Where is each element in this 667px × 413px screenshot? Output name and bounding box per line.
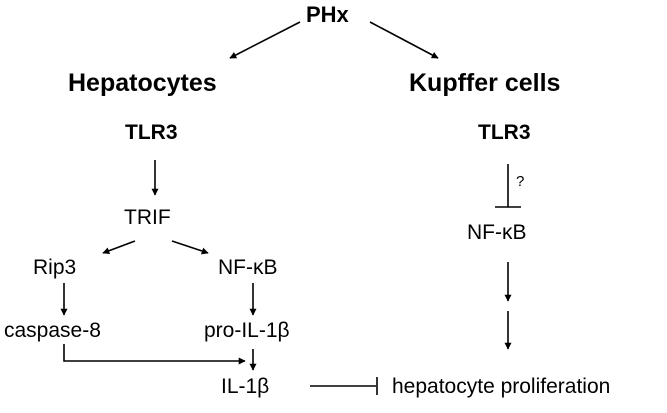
node-tlr3-kupffer: TLR3 bbox=[478, 121, 531, 144]
arrow-phx-to-kupffer bbox=[369, 21, 439, 59]
question-mark-label: ? bbox=[516, 173, 525, 190]
node-caspase-8: caspase-8 bbox=[4, 319, 101, 342]
arrow-trif-to-nfkb bbox=[171, 240, 209, 255]
node-il-1b: IL-1β bbox=[221, 375, 270, 398]
arrow-trif-to-rip3 bbox=[102, 240, 136, 255]
node-kupffer-cells: Kupffer cells bbox=[409, 69, 561, 97]
node-nfkb-hepatocytes: NF-κB bbox=[218, 256, 278, 279]
node-hepatocytes: Hepatocytes bbox=[68, 69, 217, 97]
node-pro-il-1b: pro-IL-1β bbox=[204, 319, 290, 342]
node-tlr3-hepatocytes: TLR3 bbox=[125, 121, 178, 144]
node-rip3: Rip3 bbox=[33, 256, 77, 279]
node-phx: PHx bbox=[306, 2, 349, 27]
arrow-caspase8-to-il1b bbox=[63, 344, 246, 365]
node-trif: TRIF bbox=[124, 206, 171, 229]
arrow-phx-to-hepatocytes bbox=[229, 21, 301, 59]
node-nfkb-kupffer: NF-κB bbox=[467, 221, 527, 244]
node-hepatocyte-proliferation: hepatocyte proliferation bbox=[392, 375, 611, 398]
